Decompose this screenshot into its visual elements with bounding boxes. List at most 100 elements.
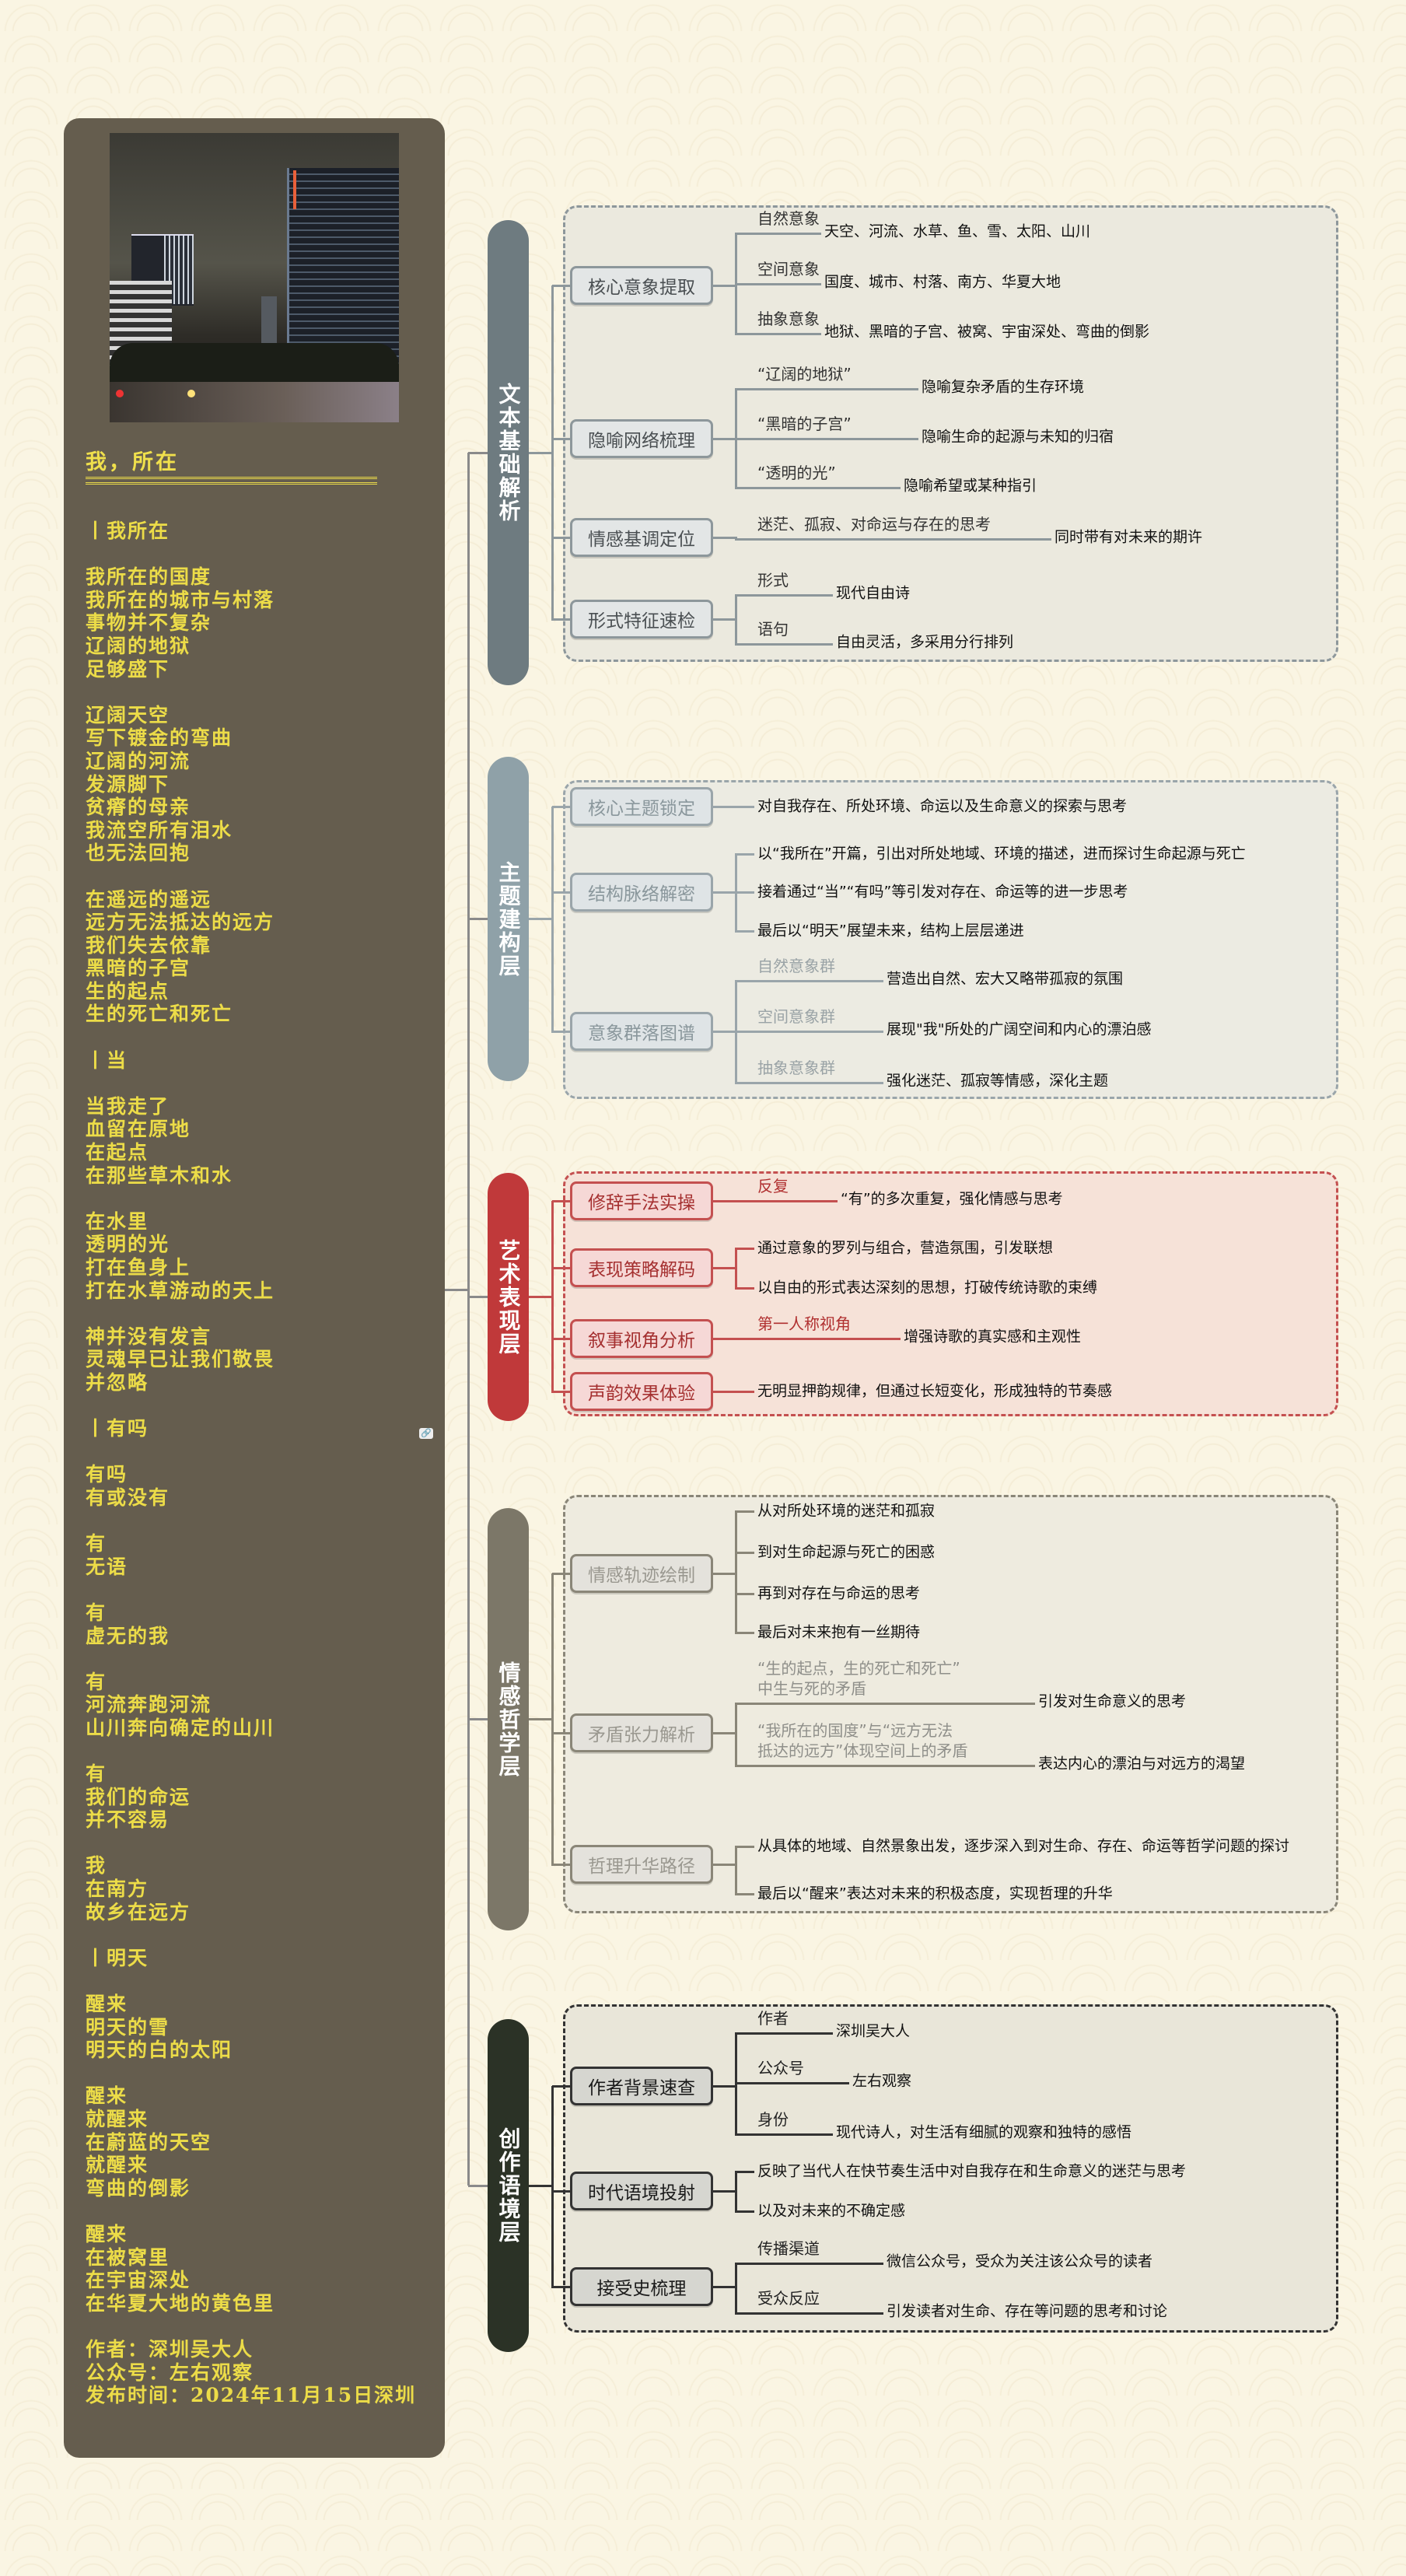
connector-line	[736, 1510, 754, 1513]
topic-node[interactable]: 表现策略解码	[570, 1248, 713, 1287]
poem-line: 醒来	[86, 2084, 128, 2108]
branch-value: 营造出自然、宏大又略带孤寂的氛围	[887, 970, 1124, 988]
poem-blank-line	[86, 1832, 416, 1855]
connector-line	[713, 284, 736, 287]
topic-node[interactable]: 核心意象提取	[570, 266, 713, 305]
poem-line: 在被窝里	[86, 2245, 170, 2269]
section-pill[interactable]: 艺术表现层	[488, 1173, 529, 1421]
poem-body: 丨我所在我所在的国度我所在的城市与村落事物并不复杂辽阔的地狱足够盛下辽阔天空写下…	[86, 520, 416, 2407]
poem-line: 黑暗的子宫	[86, 957, 191, 980]
section-bracket	[551, 1201, 554, 1393]
topic-node[interactable]: 矛盾张力解析	[570, 1713, 713, 1752]
branch-value: 通过意象的罗列与组合，营造氛围，引发联想	[757, 1239, 1054, 1257]
section-pill[interactable]: 创作语境层	[488, 2019, 529, 2352]
topic-node[interactable]: 情感基调定位	[570, 518, 713, 557]
topic-node[interactable]: 形式特征速检	[570, 600, 713, 639]
title-underline	[86, 477, 377, 485]
connector-line	[552, 1337, 570, 1340]
branch-label: 公众号	[757, 2059, 804, 2077]
branch-label: 语句	[757, 620, 789, 639]
connector-line	[736, 2133, 833, 2136]
branch-value: 微信公众号，受众为关注该公众号的读者	[887, 2252, 1153, 2270]
connector-line	[468, 451, 488, 454]
branch-value: 最后对未来抱有一丝期待	[757, 1623, 921, 1641]
connector-line	[713, 1390, 736, 1393]
branch-value: 现代自由诗	[836, 584, 911, 602]
poem-section-heading: 丨有吗	[86, 1417, 149, 1440]
topic-node[interactable]: 情感轨迹绘制	[570, 1554, 713, 1593]
poem-line: 血留在原地	[86, 1118, 191, 1141]
connector-line	[736, 852, 754, 856]
topic-node[interactable]: 核心主题锁定	[570, 787, 713, 826]
poem-line: 在起点	[86, 1141, 149, 1164]
connector-line	[713, 805, 736, 808]
section-pill[interactable]: 文本基础解析	[488, 220, 529, 685]
topic-node[interactable]: 作者背景速查	[570, 2067, 713, 2105]
branch-label: 迷茫、孤寂、对命运与存在的思考	[757, 515, 991, 534]
poem-line: 明天的白的太阳	[86, 2039, 233, 2062]
poem-line: 神并没有发言	[86, 1325, 212, 1348]
poem-line: 也无法回抱	[86, 842, 191, 865]
connector-line	[736, 2312, 883, 2315]
connector-line	[736, 1845, 754, 1848]
topic-node[interactable]: 声韵效果体验	[570, 1372, 713, 1411]
poem-blank-line	[86, 1395, 416, 1418]
branch-label: 抽象意象群	[757, 1059, 835, 1077]
topic-node[interactable]: 意象群落图谱	[570, 1012, 713, 1051]
poem-line: 无语	[86, 1555, 128, 1578]
branch-value: 地狱、黑暗的子宫、被窝、宇宙深处、弯曲的倒影	[824, 323, 1150, 341]
topic-node[interactable]: 隐喻网络梳理	[570, 419, 713, 458]
poem-blank-line	[86, 1026, 416, 1049]
connector-line	[468, 1718, 488, 1720]
topic-node[interactable]: 叙事视角分析	[570, 1319, 713, 1358]
section-pill[interactable]: 主题建构层	[488, 757, 529, 1081]
link-icon[interactable]: 🔗	[419, 1428, 433, 1439]
connector-line	[713, 2084, 736, 2088]
node-bracket	[734, 1510, 737, 1634]
connector-line	[552, 1266, 570, 1269]
connector-line	[529, 1718, 552, 1720]
poem-line: 在遥远的遥远	[86, 887, 212, 911]
connector-line	[736, 1702, 1035, 1705]
topic-node[interactable]: 修辞手法实操	[570, 1181, 713, 1220]
branch-value: 从对所处环境的迷茫和孤寂	[757, 1502, 936, 1520]
poem-line: 辽阔的河流	[86, 749, 191, 772]
node-bracket	[734, 2262, 737, 2315]
connector-line	[713, 1030, 736, 1033]
branch-label: “我所在的国度”与“远方无法 抵达的远方”体现空间上的矛盾	[757, 1721, 968, 1760]
branch-value: 增强诗歌的真实感和主观性	[904, 1328, 1082, 1346]
branch-value: 国度、城市、村落、南方、华夏大地	[824, 273, 1061, 291]
connector-line	[529, 1296, 552, 1298]
poem-line: 河流奔跑河流	[86, 1693, 212, 1717]
poem-line: 生的死亡和死亡	[86, 1003, 233, 1026]
poem-line: 发布时间：2024年11月15日深圳	[86, 2384, 417, 2407]
branch-value: 引发读者对生命、存在等问题的思考和讨论	[887, 2302, 1168, 2320]
connector-line	[736, 486, 901, 489]
branch-value: 现代诗人，对生活有细腻的观察和独特的感悟	[836, 2123, 1132, 2141]
main-spine	[467, 453, 470, 2186]
topic-node[interactable]: 时代语境投射	[570, 2172, 713, 2210]
topic-node[interactable]: 接受史梳理	[570, 2267, 713, 2306]
branch-value: 隐喻复杂矛盾的生存环境	[922, 378, 1085, 396]
branch-value: 从具体的地域、自然景象出发，逐步深入到对生命、存在、命运等哲学问题的探讨	[757, 1837, 1290, 1855]
poem-line: 我们失去依靠	[86, 933, 212, 957]
connector-line	[552, 536, 570, 539]
connector-line	[736, 1892, 754, 1895]
branch-label: 自然意象群	[757, 957, 835, 975]
node-bracket	[734, 1702, 737, 1767]
poem-line: 有	[86, 1532, 107, 1556]
branch-value: “有”的多次重复，强化情感与思考	[841, 1190, 1063, 1208]
connector-line	[529, 2184, 552, 2187]
poem-line: 我们的命运	[86, 1785, 191, 1808]
section-pill[interactable]: 情感哲学层	[488, 1508, 529, 1930]
connector-line	[736, 387, 918, 390]
branch-label: 抽象意象	[757, 310, 820, 328]
topic-node[interactable]: 哲理升华路径	[570, 1845, 713, 1884]
branch-value: 最后以“醒来”表达对未来的积极态度，实现哲理的升华	[757, 1885, 1113, 1902]
poem-line: 当我走了	[86, 1094, 170, 1118]
poem-line: 并不容易	[86, 1808, 170, 1832]
poem-line: 弯曲的倒影	[86, 2176, 191, 2200]
poem-line: 写下镀金的弯曲	[86, 726, 233, 750]
branch-label: 受众反应	[757, 2289, 820, 2308]
topic-node[interactable]: 结构脉络解密	[570, 873, 713, 912]
